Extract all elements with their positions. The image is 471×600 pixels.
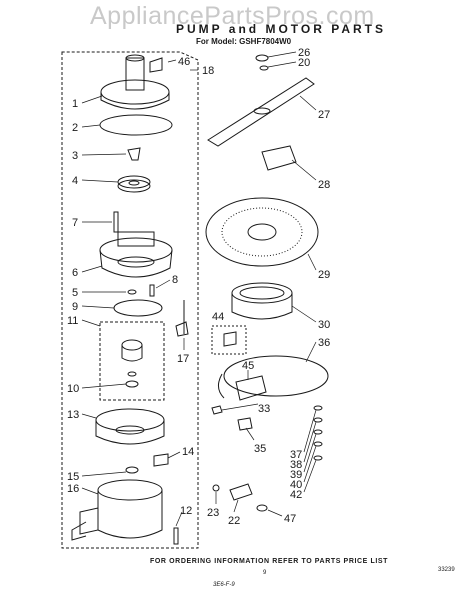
motor <box>71 479 163 541</box>
screw-7 <box>113 211 119 233</box>
part-44-box <box>211 325 247 355</box>
callout-7: 7 <box>72 217 78 229</box>
hardware-stack <box>313 405 323 461</box>
callout-3: 3 <box>72 150 78 162</box>
callout-44: 44 <box>212 311 224 323</box>
callout-36: 36 <box>318 337 330 349</box>
gasket-ring <box>231 282 293 320</box>
seal-assembly <box>121 339 143 388</box>
callout-35: 35 <box>254 443 266 455</box>
callout-45: 45 <box>242 360 254 372</box>
callout-33: 33 <box>258 403 270 415</box>
callout-29: 29 <box>318 269 330 281</box>
diagram-title: PUMP and MOTOR PARTS <box>176 22 387 36</box>
callout-27: 27 <box>318 109 330 121</box>
callout-15: 15 <box>67 471 79 483</box>
washer-15 <box>125 466 139 474</box>
diagram-code-bottom: 3E6-F-9 <box>213 582 235 588</box>
callout-42: 42 <box>290 489 302 501</box>
pump-housing-top <box>100 54 170 110</box>
callout-9: 9 <box>72 301 78 313</box>
callout-37: 37 <box>290 449 302 461</box>
callout-18: 18 <box>202 65 214 77</box>
clip-44 <box>223 331 237 347</box>
o-ring <box>99 114 173 136</box>
callout-17: 17 <box>177 353 189 365</box>
callout-28: 28 <box>318 179 330 191</box>
nut-26 <box>255 54 269 62</box>
callout-16: 16 <box>67 483 79 495</box>
callout-47: 47 <box>284 513 296 525</box>
seal-47 <box>256 504 268 512</box>
callout-2: 2 <box>72 122 78 134</box>
callout-39: 39 <box>290 469 302 481</box>
callout-4: 4 <box>72 175 78 187</box>
diagram-code-right: 33239 <box>438 567 455 573</box>
callout-20: 20 <box>298 57 310 69</box>
bracket-45 <box>235 375 267 401</box>
wire-45 <box>218 373 225 399</box>
callout-26: 26 <box>298 47 310 59</box>
callout-5: 5 <box>72 287 78 299</box>
page-mark: 9 <box>263 570 267 576</box>
watermark: AppliancePartsPros.com <box>90 2 375 30</box>
clip-17 <box>175 321 189 337</box>
callout-labels: 46 18 1 2 3 4 7 6 8 5 9 11 10 17 13 14 1… <box>67 47 330 527</box>
callout-1: 1 <box>72 98 78 110</box>
spray-arm <box>207 77 315 147</box>
callout-30: 30 <box>318 319 330 331</box>
callout-11: 11 <box>67 315 78 327</box>
fitting-22 <box>229 483 253 501</box>
pump-housing-lower <box>99 231 173 278</box>
callout-46: 46 <box>178 56 190 68</box>
callout-23: 23 <box>207 507 219 519</box>
callout-14: 14 <box>182 446 194 458</box>
ordering-footer: FOR ORDERING INFORMATION REFER TO PARTS … <box>150 558 389 565</box>
filter-disc <box>205 197 319 267</box>
callout-6: 6 <box>72 267 78 279</box>
assembly-boundary <box>61 51 199 549</box>
screw-12 <box>173 527 179 545</box>
callout-12: 12 <box>180 505 192 517</box>
deflector <box>261 145 297 171</box>
motor-mount <box>95 408 165 445</box>
callout-22: 22 <box>228 515 240 527</box>
model-line: For Model: GSHF7804W0 <box>196 37 292 46</box>
callout-40: 40 <box>290 479 302 491</box>
spray-arm-hub <box>253 107 271 115</box>
leader-lines <box>81 51 317 527</box>
seal-plate <box>113 299 163 317</box>
callout-13: 13 <box>67 409 79 421</box>
ring-23 <box>212 484 220 492</box>
check-valve <box>127 147 141 161</box>
heating-element <box>223 355 329 397</box>
washer-5 <box>127 289 137 295</box>
callout-10: 10 <box>67 383 79 395</box>
impeller <box>117 175 151 193</box>
inner-parts-box <box>99 321 165 401</box>
callout-38: 38 <box>290 459 302 471</box>
washer-20 <box>259 65 269 71</box>
bracket-14 <box>153 453 169 467</box>
callout-8: 8 <box>172 274 178 286</box>
bracket-35 <box>237 417 253 431</box>
nut-33 <box>211 405 223 415</box>
screw-8 <box>149 284 155 297</box>
